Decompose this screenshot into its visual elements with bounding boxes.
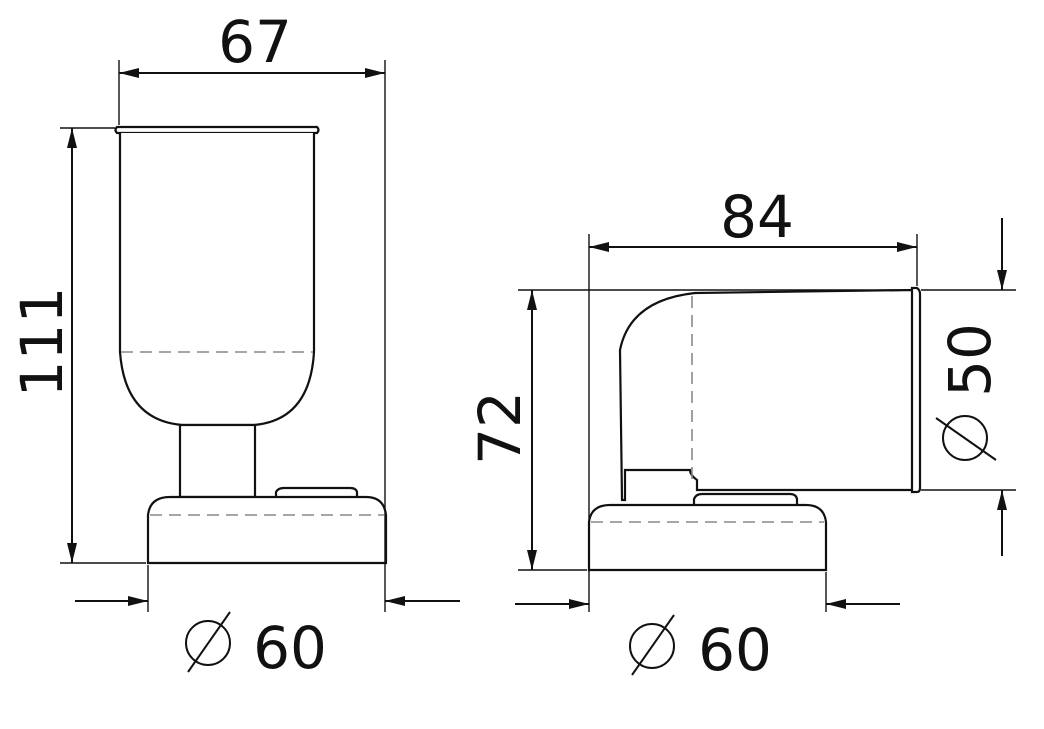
- cup-body-horizontal: [618, 288, 916, 502]
- cup-rim: [114, 125, 320, 135]
- side-view: 84 72 50 60: [466, 183, 1016, 684]
- dimension-label-width: 67: [218, 8, 292, 76]
- diameter-icon: [185, 611, 231, 673]
- dimension-label-cup-diameter: 50: [936, 323, 1004, 397]
- dimension-label-height: 111: [8, 287, 76, 398]
- dimension-label-height: 72: [466, 391, 534, 465]
- cup-rim-horizontal: [910, 286, 922, 494]
- diameter-icon: [935, 415, 997, 461]
- button: [692, 492, 799, 505]
- cup-body: [118, 133, 316, 427]
- stem: [178, 423, 257, 499]
- dimension-label-length: 84: [720, 183, 794, 251]
- base: [587, 503, 828, 572]
- dimension-label-base-diameter: 60: [253, 614, 327, 682]
- diameter-icon: [629, 614, 675, 676]
- button: [274, 486, 359, 497]
- base: [146, 495, 388, 565]
- dimension-label-base-diameter: 60: [698, 616, 772, 684]
- front-view: 67 111 60: [8, 8, 460, 682]
